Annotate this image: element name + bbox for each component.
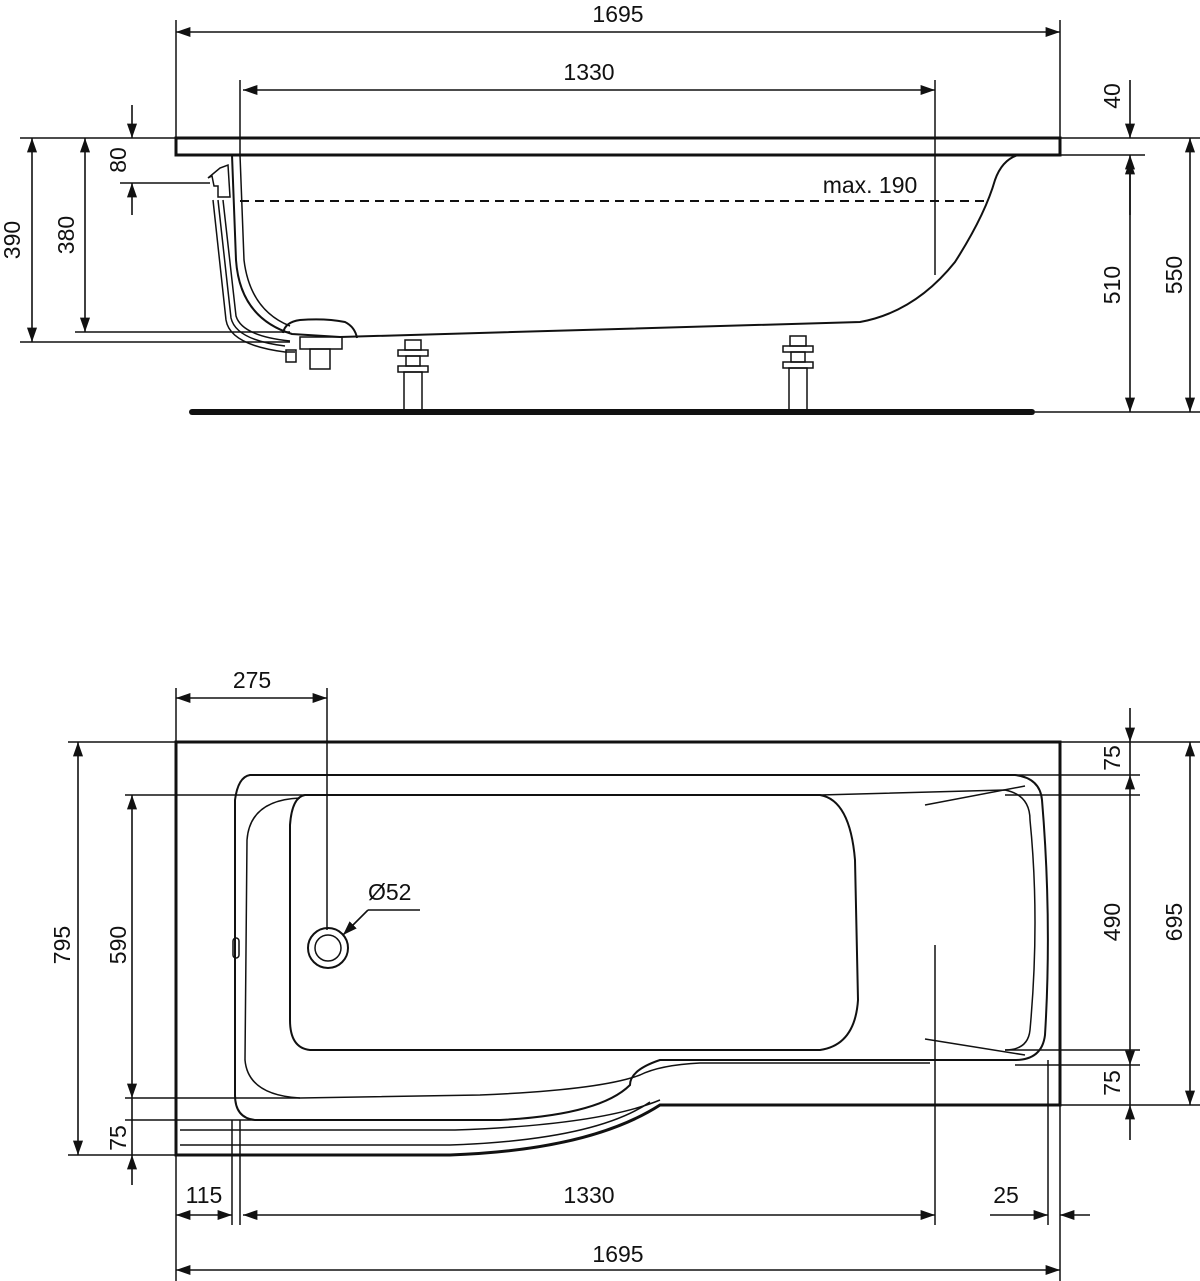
dim-40: 40 bbox=[1099, 83, 1125, 109]
tub-rim bbox=[174, 136, 1062, 157]
dim-75-right-top: 75 bbox=[1099, 745, 1125, 771]
extension-lines-top-view bbox=[68, 688, 1200, 1281]
basin-step bbox=[244, 797, 930, 1099]
seat-contour bbox=[819, 789, 1036, 1051]
dim-510: 510 bbox=[1099, 266, 1125, 304]
top-view: Ø52 275 795 590 75 75 490 75 bbox=[49, 667, 1200, 1281]
dim-795: 795 bbox=[49, 926, 75, 964]
tub-outline bbox=[174, 740, 1062, 1157]
seat-line-top bbox=[924, 785, 1026, 806]
dim-1695-top: 1695 bbox=[592, 1, 643, 27]
dim-380: 380 bbox=[53, 216, 79, 254]
dim-695: 695 bbox=[1161, 903, 1187, 941]
dim-275: 275 bbox=[233, 667, 271, 693]
dim-590: 590 bbox=[105, 926, 131, 964]
support-leg-left bbox=[397, 339, 429, 411]
tub-body bbox=[231, 154, 1019, 339]
apron-line-1 bbox=[180, 1099, 661, 1131]
apron-line-2 bbox=[180, 1101, 651, 1146]
dim-490: 490 bbox=[1099, 903, 1125, 941]
dim-550: 550 bbox=[1161, 256, 1187, 294]
extension-lines bbox=[20, 20, 1200, 413]
dim-115: 115 bbox=[186, 1182, 223, 1208]
dim-75-left: 75 bbox=[105, 1125, 131, 1151]
overflow-icon bbox=[232, 937, 240, 959]
support-leg-right bbox=[782, 335, 814, 411]
basin-outline bbox=[289, 794, 860, 1051]
drain-leader-arrow bbox=[342, 909, 369, 936]
drain-diameter: Ø52 bbox=[368, 879, 411, 905]
dim-1330-bottom: 1330 bbox=[563, 1182, 614, 1208]
drain-icon bbox=[307, 927, 349, 969]
rim-inner-edge bbox=[234, 774, 1049, 1121]
waste-overflow-assembly bbox=[207, 163, 358, 370]
seat-line-bottom bbox=[924, 1038, 1026, 1056]
dim-80: 80 bbox=[105, 147, 131, 173]
dim-75-right-bottom: 75 bbox=[1099, 1070, 1125, 1096]
max-water-label: max. 190 bbox=[823, 172, 918, 198]
dim-1695-bottom: 1695 bbox=[592, 1241, 643, 1267]
tub-body-inner bbox=[239, 154, 291, 327]
dim-390: 390 bbox=[0, 221, 25, 259]
dim-25: 25 bbox=[993, 1182, 1019, 1208]
dim-1330-top: 1330 bbox=[563, 59, 614, 85]
side-view: 1695 1330 40 510 550 390 380 80 max. 190 bbox=[0, 1, 1200, 415]
